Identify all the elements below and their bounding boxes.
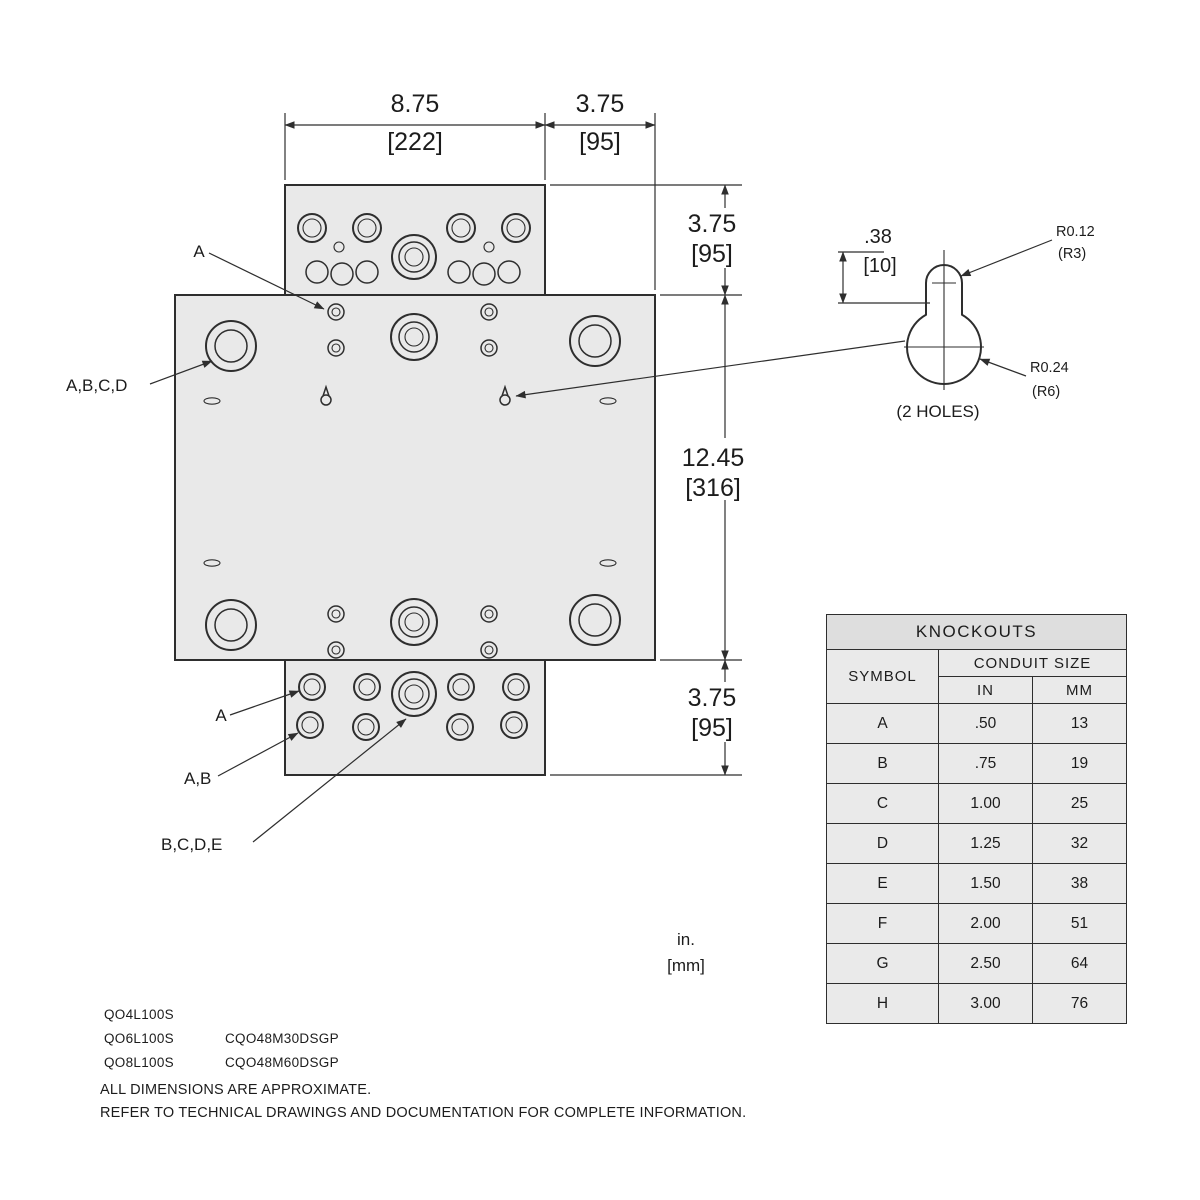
knockout-mm-cell: 38	[1031, 863, 1128, 904]
symbol-column-header: SYMBOL	[826, 649, 939, 704]
keyhole-detail: .38 [10] R0.12 (R3) R0.24 (R6) (2 HOLES)	[838, 224, 1095, 421]
knockout-row-h: H 3.00 76	[826, 983, 1128, 1024]
model-row: QO8L100S CQO48M60DSGP	[104, 1051, 339, 1075]
dim-right-top-mm: [95]	[691, 240, 733, 268]
dim-top-width-mm: [222]	[387, 128, 443, 156]
knockout-symbol-cell: A	[826, 703, 939, 744]
dimension-top-width: 8.75 [222]	[284, 90, 546, 180]
keyhole-r-large-mm: (R6)	[1032, 384, 1060, 400]
keyhole-r-small-mm: (R3)	[1058, 246, 1086, 262]
knockout-symbol-cell: C	[826, 783, 939, 824]
knockout-in-cell: .75	[938, 743, 1033, 784]
dim-top-right-mm: [95]	[579, 128, 621, 156]
units-line-in: in.	[677, 930, 695, 949]
knockout-row-g: G 2.50 64	[826, 943, 1128, 984]
dim-right-middle-mm: [316]	[685, 474, 741, 502]
knockout-in-cell: 1.25	[938, 823, 1033, 864]
keyhole-dim-in: .38	[864, 226, 892, 248]
dim-top-right-in: 3.75	[576, 90, 625, 118]
in-column-header: IN	[938, 676, 1033, 704]
disclaimer: ALL DIMENSIONS ARE APPROXIMATE. REFER TO…	[100, 1079, 746, 1125]
keyhole-r-large-in: R0.24	[1030, 360, 1069, 376]
label-abcd: A,B,C,D	[66, 376, 127, 395]
knockout-symbol-cell: D	[826, 823, 939, 864]
knockout-in-cell: 2.00	[938, 903, 1033, 944]
dimension-top-right-width: 3.75 [95]	[544, 90, 656, 290]
knockout-row-a: A .50 13	[826, 703, 1128, 744]
keyhole-radius-small-callout: R0.12 (R3)	[960, 224, 1095, 277]
knockout-row-b: B .75 19	[826, 743, 1128, 784]
knockout-row-f: F 2.00 51	[826, 903, 1128, 944]
callout-a-top: A	[193, 242, 325, 310]
model-number: CQO48M30DSGP	[225, 1031, 339, 1046]
enclosure-top-section	[284, 184, 546, 296]
knockout-in-cell: 3.00	[938, 983, 1033, 1024]
keyhole-radius-large-callout: R0.24 (R6)	[979, 358, 1069, 400]
callout-a-bottom: A	[215, 690, 300, 725]
dimension-right-middle: 12.45 [316]	[660, 294, 752, 661]
knockout-row-e: E 1.50 38	[826, 863, 1128, 904]
dimension-right-top: 3.75 [95]	[550, 184, 744, 296]
disclaimer-line-2: REFER TO TECHNICAL DRAWINGS AND DOCUMENT…	[100, 1105, 747, 1121]
model-number: QO6L100S	[104, 1031, 174, 1046]
model-number: QO8L100S	[104, 1055, 174, 1070]
knockout-symbol-cell: E	[826, 863, 939, 904]
knockout-mm-cell: 32	[1031, 823, 1128, 864]
units-note: in. [mm]	[646, 927, 726, 979]
wall-mount-keyhole-slots	[320, 384, 511, 406]
dim-right-bottom-in: 3.75	[688, 684, 737, 712]
callout-bcde: B,C,D,E	[161, 718, 407, 854]
top-knockout-pattern	[297, 213, 531, 286]
model-number: QO4L100S	[104, 1007, 174, 1022]
model-numbers: QO4L100S QO6L100S CQO48M30DSGP QO8L100S …	[104, 1003, 339, 1075]
knockout-symbol-cell: G	[826, 943, 939, 984]
knockout-row-c: C 1.00 25	[826, 783, 1128, 824]
knockout-symbol-cell: B	[826, 743, 939, 784]
knockout-mm-cell: 19	[1031, 743, 1128, 784]
knockout-mm-cell: 76	[1031, 983, 1128, 1024]
knockout-mm-cell: 64	[1031, 943, 1128, 984]
label-a-bottom: A	[215, 706, 227, 725]
knockout-in-cell: 1.00	[938, 783, 1033, 824]
knockout-mm-cell: 13	[1031, 703, 1128, 744]
label-a-top: A	[193, 242, 205, 261]
keyhole-holes-note: (2 HOLES)	[896, 402, 979, 421]
label-bcde: B,C,D,E	[161, 835, 222, 854]
keyhole-dimension: .38 [10]	[838, 226, 930, 304]
middle-panel-features	[203, 303, 621, 659]
units-line-mm: [mm]	[667, 956, 705, 975]
keyhole-r-small-in: R0.12	[1056, 224, 1095, 240]
mm-column-header: MM	[1031, 676, 1128, 704]
keyhole-dim-mm: [10]	[863, 255, 896, 277]
knockout-mm-cell: 25	[1031, 783, 1128, 824]
knockout-in-cell: .50	[938, 703, 1033, 744]
knockouts-table: KNOCKOUTS SYMBOL CONDUIT SIZE IN MM A .5…	[825, 614, 1128, 1024]
knockout-mm-cell: 51	[1031, 903, 1128, 944]
dim-right-middle-in: 12.45	[682, 444, 745, 472]
model-row: QO6L100S CQO48M30DSGP	[104, 1027, 339, 1051]
conduit-size-column-header: CONDUIT SIZE	[937, 649, 1128, 677]
model-number: CQO48M60DSGP	[225, 1055, 339, 1070]
model-row: QO4L100S	[104, 1003, 339, 1027]
dimension-right-bottom: 3.75 [95]	[550, 659, 744, 776]
callout-abcd: A,B,C,D	[66, 360, 213, 395]
knockout-symbol-cell: F	[826, 903, 939, 944]
knockout-row-d: D 1.25 32	[826, 823, 1128, 864]
callout-ab: A,B	[184, 732, 299, 788]
bottom-knockout-pattern	[296, 671, 530, 741]
dim-right-top-in: 3.75	[688, 210, 737, 238]
knockout-in-cell: 1.50	[938, 863, 1033, 904]
label-ab: A,B	[184, 769, 211, 788]
knockout-in-cell: 2.50	[938, 943, 1033, 984]
callout-keyhole-location	[515, 340, 906, 399]
dim-top-width-in: 8.75	[391, 90, 440, 118]
dim-right-bottom-mm: [95]	[691, 714, 733, 742]
knockouts-table-title: KNOCKOUTS	[825, 614, 1128, 650]
knockout-symbol-cell: H	[826, 983, 939, 1024]
disclaimer-line-1: ALL DIMENSIONS ARE APPROXIMATE.	[100, 1082, 372, 1098]
